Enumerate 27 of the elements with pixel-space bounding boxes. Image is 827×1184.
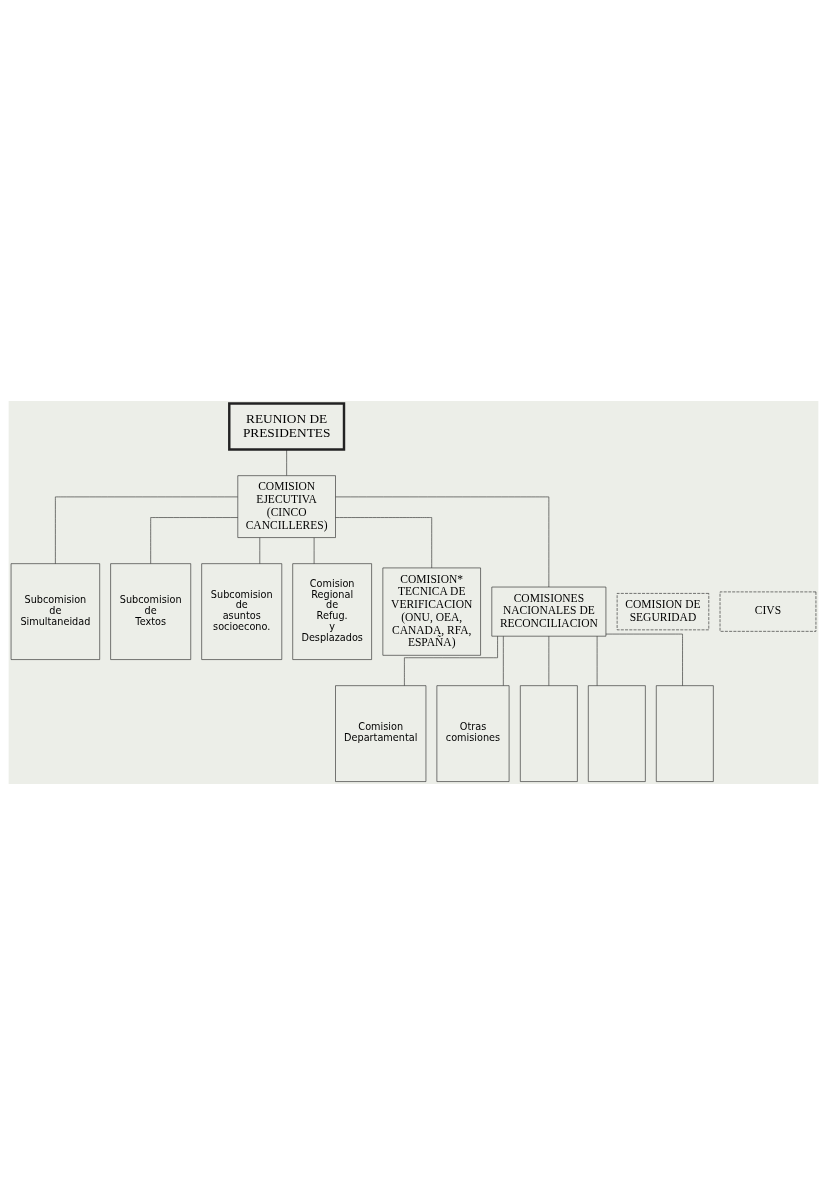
node-box: Subcomision de Simultaneidad <box>10 562 100 660</box>
node-box: COMISION DE SEGURIDAD <box>616 592 710 630</box>
connector <box>335 496 550 587</box>
node-box: CIVS <box>719 591 817 632</box>
node-box <box>520 684 578 782</box>
node-box: Comision Departamental <box>335 684 427 782</box>
connector <box>55 496 238 564</box>
connector <box>313 537 315 564</box>
connector <box>335 516 432 568</box>
node-box: COMISIONES NACIONALES DE RECONCILIACION <box>491 586 607 636</box>
connector <box>548 635 550 686</box>
connector <box>259 537 261 564</box>
connector <box>150 516 239 564</box>
connector <box>503 635 504 686</box>
connector <box>596 635 598 686</box>
node-box <box>656 684 714 782</box>
node-box: REUNION DE PRESIDENTES <box>228 401 346 451</box>
node-box: Comision Regional de Refug. y Desplazados <box>292 562 372 660</box>
node-box: Subcomision de Textos <box>110 562 192 660</box>
connector <box>286 448 287 476</box>
node-box: COMISION* TECNICA DE VERIFICACION (ONU, OEA, CANADA, RFA, ESPAÑA) <box>382 567 481 656</box>
connector <box>605 633 683 686</box>
node-box: COMISION EJECUTIVA (CINCO CANCILLERES) <box>237 474 336 538</box>
connector <box>404 635 498 686</box>
node-box: Subcomision de asuntos socioecono. <box>201 562 283 660</box>
node-box: Otras comisiones <box>436 684 510 782</box>
node-box <box>588 684 646 782</box>
